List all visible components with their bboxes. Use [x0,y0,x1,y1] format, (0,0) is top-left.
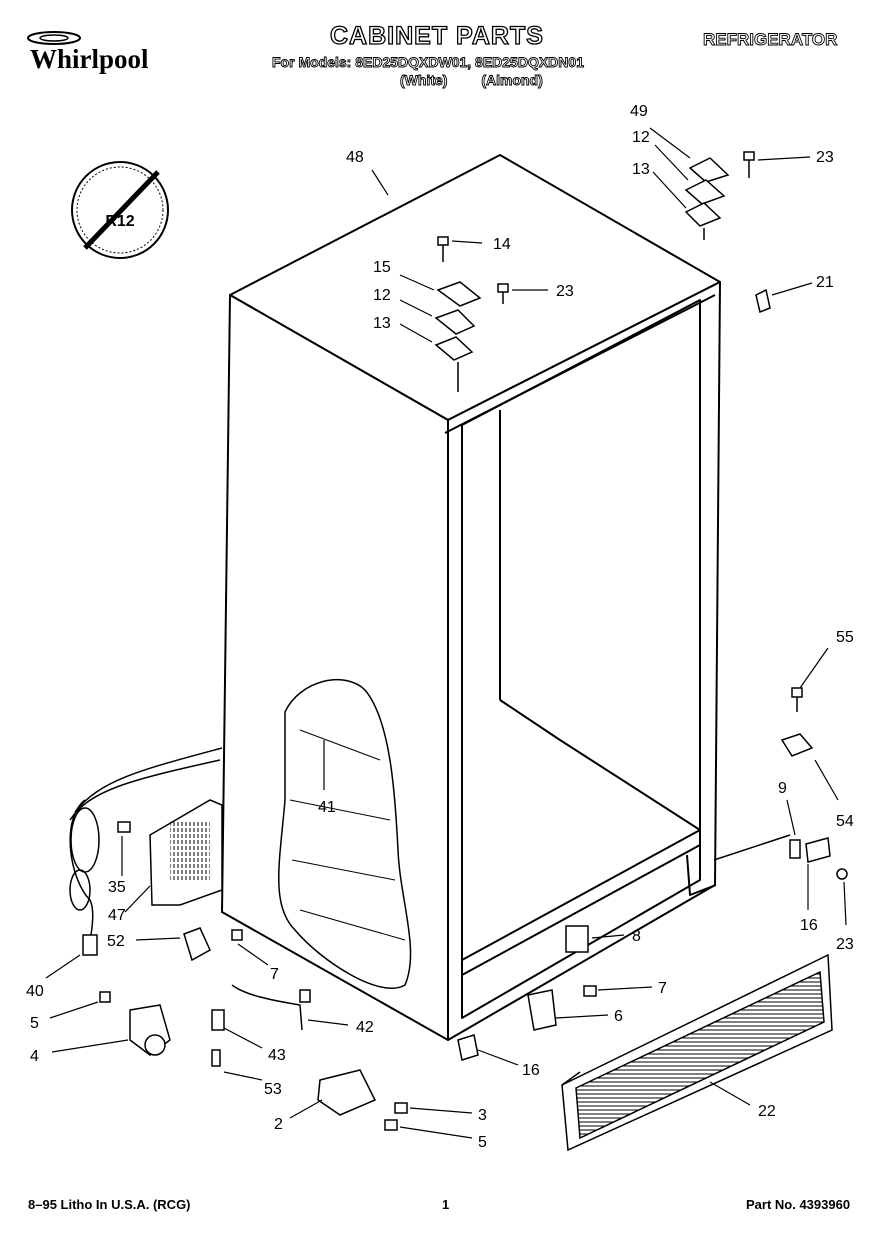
callout-13a: 13 [632,161,650,178]
callout-21: 21 [816,274,834,291]
whirlpool-logo: Whirlpool [27,31,149,74]
callout-23c: 23 [836,936,854,953]
callout-4: 4 [30,1048,39,1065]
callout-42: 42 [356,1019,374,1036]
callout-9: 9 [778,780,787,797]
product-type: REFRIGERATOR [703,30,838,50]
upper-hinge-right [684,151,771,314]
callout-3: 3 [478,1107,487,1124]
callout-54: 54 [836,813,854,830]
footer-print-info: 8–95 Litho In U.S.A. (RCG) [28,1197,191,1212]
callout-5b: 5 [478,1134,487,1151]
callout-7a: 7 [270,966,279,983]
r12-badge: R12 [71,161,169,259]
left-side-parts [69,747,408,1131]
whirlpool-swirl-icon [27,31,81,45]
callout-47: 47 [108,907,126,924]
brand-name: Whirlpool [30,44,149,74]
callout-48: 48 [346,149,364,166]
callout-5a: 5 [30,1015,39,1032]
page-title: CABINET PARTS [329,21,544,50]
leader-lines [45,127,847,1139]
callout-23a: 23 [816,149,834,166]
callout-22: 22 [758,1103,776,1120]
callout-53: 53 [264,1081,282,1098]
callout-12b: 12 [373,287,391,304]
callout-6: 6 [614,1008,623,1025]
callout-49: 49 [630,103,648,120]
callout-2: 2 [274,1116,283,1133]
color-label-almond: (Almond) [481,72,543,89]
callout-55: 55 [836,629,854,646]
right-side-parts [713,687,848,880]
callout-52: 52 [107,933,125,950]
callout-43: 43 [268,1047,286,1064]
callout-13b: 13 [373,315,391,332]
callout-8: 8 [632,928,641,945]
callout-7b: 7 [658,980,667,997]
callout-14: 14 [493,236,511,253]
callout-35: 35 [108,879,126,896]
footer-part-number: Part No. 4393960 [746,1197,851,1212]
callout-40: 40 [26,983,44,1000]
callout-23b: 23 [556,283,574,300]
footer-page-number: 1 [442,1197,450,1212]
callout-16a: 16 [800,917,818,934]
callout-12a: 12 [632,129,650,146]
callout-15: 15 [373,259,391,276]
part-callouts: 48 49 12 13 23 14 15 12 23 13 21 55 9 54… [26,103,854,1151]
base-grille [561,953,833,1152]
color-labels: (White) (Almond) [400,72,573,89]
refrigerator-cabinet [221,154,721,1041]
callout-41: 41 [318,799,336,816]
callout-16b: 16 [522,1062,540,1079]
color-label-white: (White) [400,72,448,89]
upper-hinge-left [434,236,509,392]
models-line: For Models: 8ED25DQXDW01, 8ED25DQXDN01 [272,54,585,71]
bottom-center-parts [457,925,597,1061]
